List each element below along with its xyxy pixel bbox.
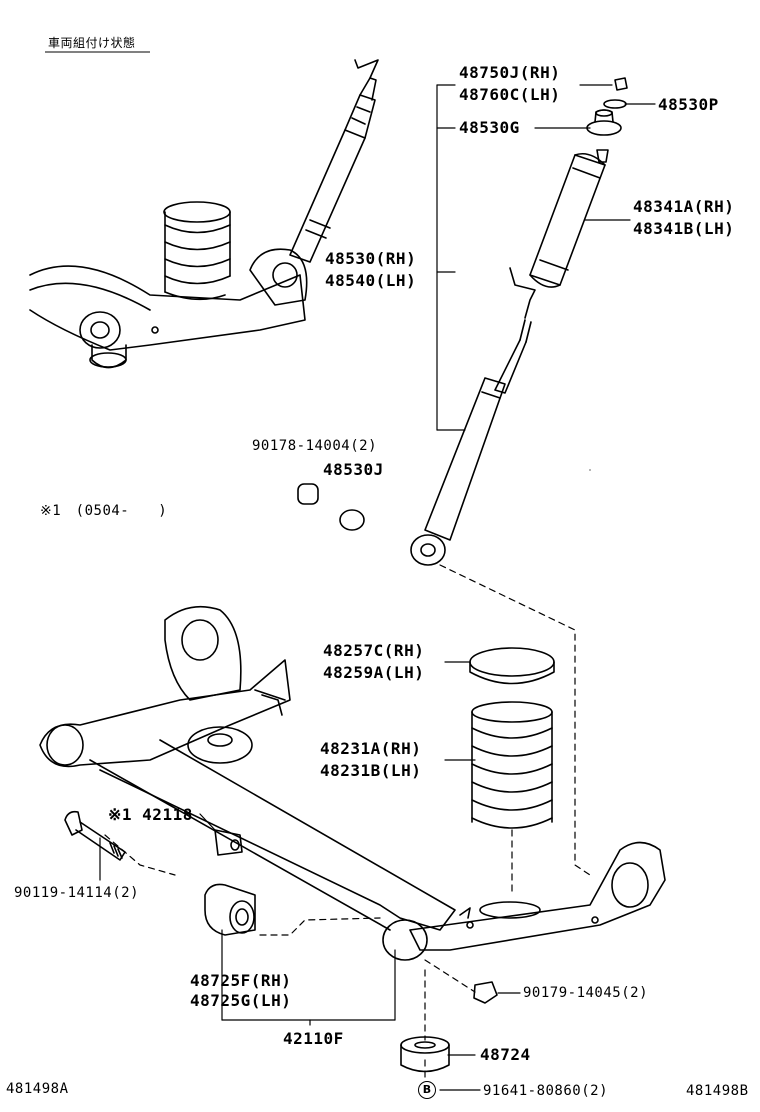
small-bushings-illustration: [297, 483, 365, 531]
part-label-48725G: 48725G(LH): [190, 991, 292, 1010]
part-label-48724: 48724: [480, 1045, 531, 1064]
shock-absorber-illustration: [410, 77, 628, 566]
part-label-42118: ※1 42118: [108, 805, 193, 824]
part-label-48341A: 48341A(RH): [633, 197, 735, 216]
part-label-42110F: 42110F: [283, 1029, 344, 1048]
part-label-48750J: 48750J(RH): [459, 63, 561, 82]
part-label-48530G: 48530G: [459, 118, 520, 137]
part-label-48530P: 48530P: [658, 95, 719, 114]
reference-number-left: 481498A: [6, 1081, 69, 1097]
bolt-marker-b: B: [418, 1081, 436, 1099]
part-label-48257C: 48257C(RH): [323, 641, 425, 660]
part-label-48530J: 48530J: [323, 460, 384, 479]
assembled-view-illustration: [29, 59, 379, 369]
part-label-90179-14045: 90179-14045(2): [523, 985, 649, 1001]
footnote-range: ※1 (0504- ): [40, 503, 168, 519]
part-label-48259A: 48259A(LH): [323, 663, 425, 682]
leader-lines: [99, 84, 656, 1091]
small-bushing-42118-illustration: [214, 829, 243, 856]
part-label-90119-14114: 90119-14114(2): [14, 885, 140, 901]
part-label-48725F: 48725F(RH): [190, 971, 292, 990]
axle-beam-illustration: [39, 605, 666, 961]
nut-illustration: [473, 981, 498, 1004]
reference-number-right: 481498B: [686, 1083, 749, 1099]
bump-stop-illustration: [400, 1036, 450, 1073]
part-label-48231B: 48231B(LH): [320, 761, 422, 780]
guide-lines: [104, 564, 591, 1081]
part-label-48341B: 48341B(LH): [633, 219, 735, 238]
assembled-state-note: 車両組付け状態: [48, 36, 136, 50]
part-label-48231A: 48231A(RH): [320, 739, 422, 758]
part-label-91641-80860: 91641-80860(2): [483, 1083, 609, 1099]
large-bushing-illustration: [204, 883, 256, 936]
long-bolt-illustration: [64, 810, 126, 861]
part-label-48760C: 48760C(LH): [459, 85, 561, 104]
part-label-90178-14004: 90178-14004(2): [252, 438, 378, 454]
coil-spring-illustration: [469, 647, 555, 829]
part-label-48530: 48530(RH): [325, 249, 417, 268]
part-label-48540: 48540(LH): [325, 271, 417, 290]
